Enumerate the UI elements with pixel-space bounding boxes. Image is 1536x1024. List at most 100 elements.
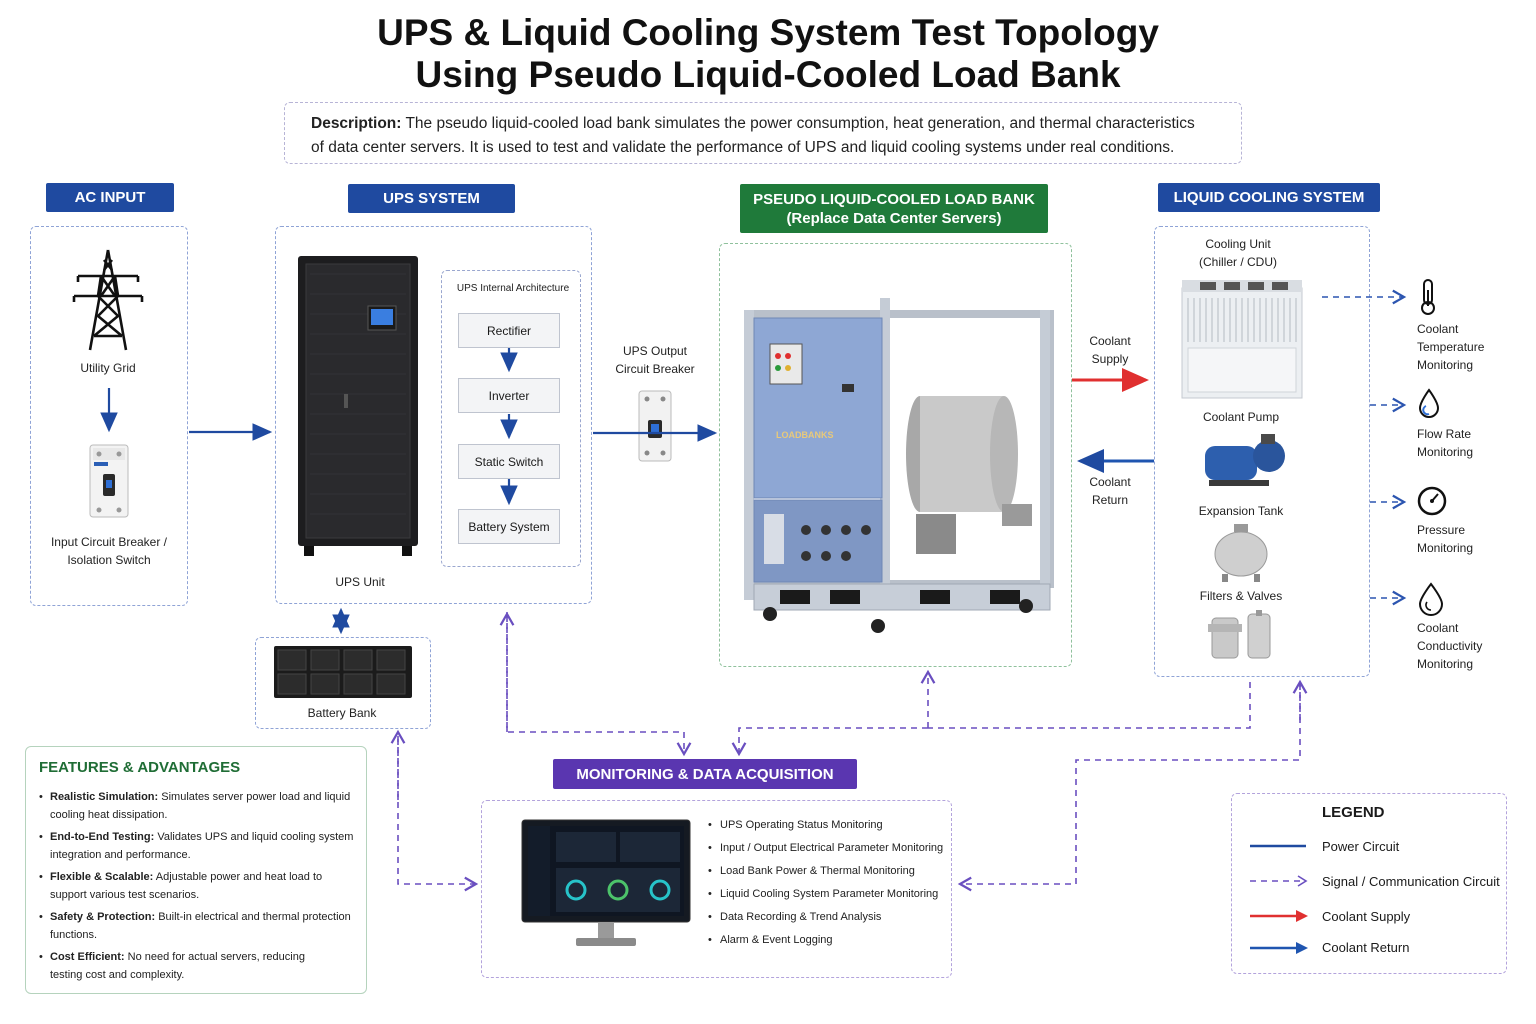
feature-item-text: Simulates server power load and liquid — [158, 791, 351, 803]
feature-item-text-cont: integration and performance. — [50, 849, 191, 861]
coolant-return-label: Coolant Return — [1082, 473, 1138, 509]
liquid-cooling-box — [1154, 226, 1370, 677]
legend-title: LEGEND — [1322, 804, 1385, 821]
ups-system-header: UPS SYSTEM — [348, 184, 515, 213]
sensor-flow-line2: Monitoring — [1417, 445, 1474, 459]
input-breaker-icon — [89, 444, 129, 518]
feature-item: Realistic Simulation: Simulates server p… — [39, 788, 354, 824]
feature-item-bold: End-to-End Testing: — [50, 831, 155, 843]
load-bank-header-line2: (Replace Data Center Servers) — [786, 209, 1002, 227]
legend-swatches — [1250, 844, 1308, 954]
coolant-supply-label-line2: Supply — [1091, 352, 1129, 366]
legend-panel: LEGEND Power Circuit Signal / Communicat… — [1231, 793, 1507, 974]
input-breaker-label-line1: Input Circuit Breaker / — [50, 535, 168, 549]
feature-item-bold: Realistic Simulation: — [50, 791, 159, 803]
coolant-return-label-line1: Coolant — [1089, 475, 1131, 489]
monitoring-item: Load Bank Power & Thermal Monitoring — [706, 862, 952, 885]
filters-valves-icon — [1208, 610, 1271, 659]
utility-grid-label: Utility Grid — [80, 361, 136, 375]
features-panel: FEATURES & ADVANTAGES Realistic Simulati… — [25, 746, 367, 994]
legend-signal-label: Signal / Communication Circuit — [1322, 874, 1500, 889]
sensor-flow-label: Flow Rate Monitoring — [1417, 425, 1517, 461]
feature-item-text-cont: support various test scenarios. — [50, 889, 200, 901]
sensor-conductivity-line3: Monitoring — [1417, 657, 1474, 671]
battery-bank-icon — [274, 646, 412, 698]
sensor-conductivity-line2: Conductivity — [1417, 639, 1483, 653]
battery-bank-box — [255, 637, 431, 729]
monitoring-header: MONITORING & DATA ACQUISITION — [553, 759, 857, 789]
static-switch-block: Static Switch — [458, 444, 560, 479]
chiller-icon — [1181, 280, 1303, 399]
load-bank-unit-icon: LOADBANKS — [744, 298, 1054, 633]
description-box: Description: The pseudo liquid-cooled lo… — [284, 102, 1242, 164]
cooling-unit-label: Cooling Unit (Chiller / CDU) — [1176, 235, 1300, 271]
rectifier-block: Rectifier — [458, 313, 560, 348]
expansion-tank-icon — [1214, 524, 1268, 582]
sensor-temperature-label: Coolant Temperature Monitoring — [1417, 320, 1517, 374]
coolant-supply-label-line1: Coolant — [1089, 334, 1131, 348]
cooling-unit-label-line1: Cooling Unit — [1205, 237, 1271, 251]
page-title-line1: UPS & Liquid Cooling System Test Topolog… — [377, 12, 1159, 53]
ups-output-breaker-label-line2: Circuit Breaker — [615, 362, 695, 376]
load-bank-brand: LOADBANKS — [776, 430, 834, 440]
ac-input-box — [30, 226, 188, 606]
feature-item-text-cont: testing cost and complexity. — [50, 969, 185, 981]
input-breaker-label-line2: Isolation Switch — [67, 553, 151, 567]
load-bank-header: PSEUDO LIQUID-COOLED LOAD BANK (Replace … — [740, 184, 1048, 233]
monitoring-item: Liquid Cooling System Parameter Monitori… — [706, 885, 952, 908]
feature-item: Safety & Protection: Built-in electrical… — [39, 908, 354, 944]
feature-item-bold: Flexible & Scalable: — [50, 871, 154, 883]
page-title-line2: Using Pseudo Liquid-Cooled Load Bank — [415, 54, 1121, 95]
ups-unit-label: UPS Unit — [335, 575, 385, 589]
feature-item-bold: Safety & Protection: — [50, 911, 156, 923]
monitoring-item: Data Recording & Trend Analysis — [706, 908, 952, 931]
feature-item-text: Adjustable power and heat load to — [153, 871, 323, 883]
feature-item-text: No need for actual servers, reducing — [124, 951, 305, 963]
ups-output-breaker-label: UPS Output Circuit Breaker — [604, 342, 706, 378]
sensor-pressure-line1: Pressure — [1417, 523, 1466, 537]
ups-output-breaker-label-line1: UPS Output — [622, 344, 688, 358]
legend-power-label: Power Circuit — [1322, 839, 1400, 854]
description-line2: of data center servers. It is used to te… — [311, 139, 1175, 156]
sensor-conductivity-line1: Coolant — [1417, 621, 1459, 635]
coolant-pump-label: Coolant Pump — [1202, 410, 1280, 424]
ups-cabinet-icon — [298, 256, 418, 556]
coolant-pump-icon — [1205, 434, 1285, 486]
inverter-block: Inverter — [458, 378, 560, 413]
output-breaker-icon — [638, 390, 672, 462]
sensor-pressure-label: Pressure Monitoring — [1417, 521, 1517, 557]
conductivity-drop-icon — [1418, 582, 1444, 616]
liquid-cooling-header: LIQUID COOLING SYSTEM — [1158, 183, 1380, 212]
expansion-tank-label: Expansion Tank — [1198, 504, 1284, 518]
sensor-flow-line1: Flow Rate — [1417, 427, 1472, 441]
features-title: FEATURES & ADVANTAGES — [39, 759, 241, 776]
water-drop-icon — [1418, 388, 1440, 418]
transmission-tower-icon — [72, 249, 144, 351]
load-bank-box — [719, 243, 1072, 667]
feature-item-text-cont: functions. — [50, 929, 98, 941]
sensor-temperature-line1: Coolant — [1417, 322, 1459, 336]
monitoring-screen-icon — [521, 819, 691, 946]
coolant-return-label-line2: Return — [1091, 493, 1129, 507]
ups-system-box — [275, 226, 592, 604]
description-label: Description: — [311, 115, 402, 132]
sensor-pressure-line2: Monitoring — [1417, 541, 1474, 555]
ups-internal-architecture-box — [441, 270, 581, 567]
battery-to-monitoring-signal — [397, 736, 479, 892]
pressure-gauge-icon — [1417, 486, 1447, 516]
battery-bank-label: Battery Bank — [307, 706, 377, 720]
sensor-conductivity-label: Coolant Conductivity Monitoring — [1417, 619, 1517, 673]
thermometer-icon — [1421, 279, 1435, 315]
feature-item: Flexible & Scalable: Adjustable power an… — [39, 868, 354, 904]
ups-internal-title: UPS Internal Architecture — [456, 283, 570, 294]
legend-supply-label: Coolant Supply — [1322, 909, 1411, 924]
cooling-unit-label-line2: (Chiller / CDU) — [1199, 255, 1277, 269]
monitoring-list: UPS Operating Status Monitoring Input / … — [706, 816, 952, 954]
sensor-temperature-line2: Temperature — [1417, 340, 1485, 354]
loadbank-to-monitoring-signal — [731, 727, 928, 757]
monitoring-item: Input / Output Electrical Parameter Moni… — [706, 839, 952, 862]
feature-item: End-to-End Testing: Validates UPS and li… — [39, 828, 354, 864]
legend-return-label: Coolant Return — [1322, 940, 1410, 955]
monitoring-item: Alarm & Event Logging — [706, 931, 952, 954]
monitoring-item: UPS Operating Status Monitoring — [706, 816, 952, 839]
